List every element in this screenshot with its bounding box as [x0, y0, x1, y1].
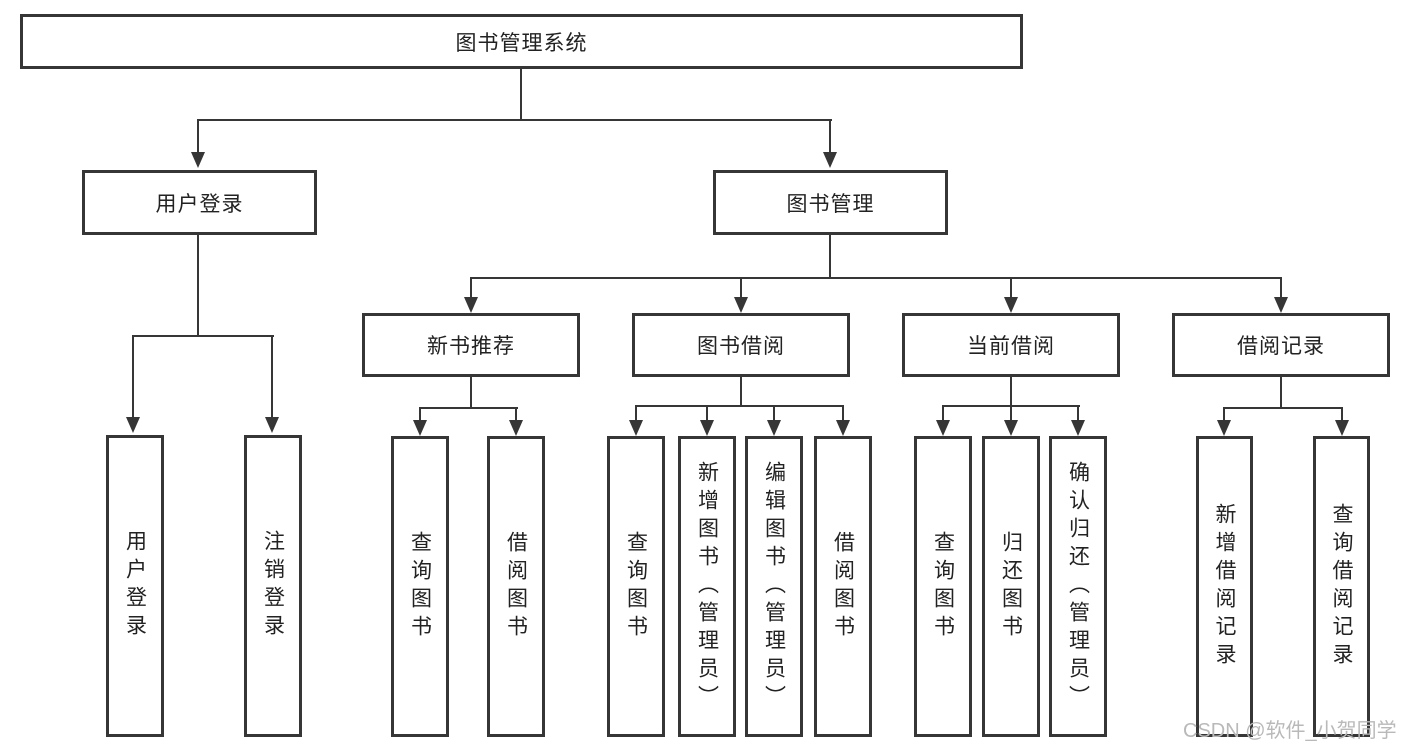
connector-drop-leaf-login [132, 335, 134, 418]
arrowhead-icon [700, 420, 714, 436]
connector-drop-current-borrow [1010, 277, 1012, 299]
node-current-borrow-label: 当前借阅 [967, 335, 1055, 358]
leaf-user-login: 用户登录 [106, 435, 164, 737]
csdn-watermark: CSDN @软件_小贺同学 [1183, 720, 1397, 742]
arrowhead-icon [936, 420, 950, 436]
connector-borrow-records-stem [1280, 375, 1282, 409]
arrowhead-icon [823, 152, 837, 168]
connector-drop-leaf-logout [271, 335, 273, 418]
connector-drop-book-borrow [740, 277, 742, 299]
arrowhead-icon [1071, 420, 1085, 436]
connector-drop [773, 405, 775, 422]
connector-level1-rail [197, 119, 832, 121]
connector-drop [1341, 407, 1343, 422]
node-library-system-label: 图书管理系统 [455, 31, 588, 55]
leaf-query-books-borrow: 查询图书 [607, 436, 665, 737]
connector-drop [1077, 405, 1079, 422]
arrowhead-icon [1274, 297, 1288, 313]
node-user-login-branch: 用户登录 [82, 170, 317, 235]
node-book-management-label: 图书管理 [786, 192, 875, 216]
connector-drop-book-mgmt [829, 119, 831, 153]
connector-drop-new-book [470, 277, 472, 299]
arrowhead-icon [836, 420, 850, 436]
connector-drop [1010, 405, 1012, 422]
connector-drop [942, 405, 944, 422]
leaf-return-books: 归还图书 [982, 436, 1040, 737]
leaf-query-books-borrow-label: 查询图书 [624, 530, 648, 643]
leaf-query-borrow-record: 查询借阅记录 [1313, 436, 1370, 737]
connector-drop [419, 407, 421, 422]
arrowhead-icon [191, 152, 205, 168]
connector-drop [1223, 407, 1225, 422]
connector-new-book-rail [419, 407, 518, 409]
arrowhead-icon [767, 420, 781, 436]
leaf-add-borrow-record-label: 新增借阅记录 [1213, 502, 1236, 671]
node-new-book-recommend: 新书推荐 [362, 313, 580, 377]
connector-user-login-rail [132, 335, 274, 337]
arrowhead-icon [1217, 420, 1231, 436]
leaf-add-borrow-record: 新增借阅记录 [1196, 436, 1253, 737]
leaf-return-books-label: 归还图书 [999, 530, 1023, 643]
leaf-confirm-return-admin-label: 确认归还（管理员） [1066, 460, 1090, 713]
arrowhead-icon [1335, 420, 1349, 436]
leaf-logout: 注销登录 [244, 435, 302, 737]
node-new-book-recommend-label: 新书推荐 [427, 335, 515, 358]
node-current-borrow: 当前借阅 [902, 313, 1120, 377]
connector-drop [706, 405, 708, 422]
leaf-query-books-recommend: 查询图书 [391, 436, 449, 737]
leaf-confirm-return-admin: 确认归还（管理员） [1049, 436, 1107, 737]
node-book-borrow-label: 图书借阅 [697, 335, 785, 358]
node-borrow-records-label: 借阅记录 [1237, 335, 1325, 358]
connector-book-borrow-rail [635, 405, 844, 407]
leaf-logout-label: 注销登录 [261, 530, 285, 642]
arrowhead-icon [1004, 420, 1018, 436]
leaf-query-books-current: 查询图书 [914, 436, 972, 737]
arrowhead-icon [629, 420, 643, 436]
leaf-borrow-books-label: 借阅图书 [831, 530, 855, 643]
connector-user-login-stem [197, 232, 199, 337]
arrowhead-icon [413, 420, 427, 436]
connector-root-stem [520, 66, 522, 121]
connector-drop [842, 405, 844, 422]
leaf-borrow-books-recommend-label: 借阅图书 [504, 530, 528, 643]
node-book-borrow: 图书借阅 [632, 313, 850, 377]
leaf-add-books-admin: 新增图书（管理员） [678, 436, 736, 737]
leaf-edit-books-admin: 编辑图书（管理员） [745, 436, 803, 737]
connector-drop [635, 405, 637, 422]
connector-book-borrow-stem [740, 375, 742, 407]
arrowhead-icon [464, 297, 478, 313]
connector-level2-rail [470, 277, 1282, 279]
connector-drop [515, 407, 517, 422]
connector-new-book-stem [470, 375, 472, 409]
leaf-user-login-label: 用户登录 [123, 530, 147, 642]
leaf-borrow-books-recommend: 借阅图书 [487, 436, 545, 737]
leaf-query-books-current-label: 查询图书 [931, 530, 955, 643]
connector-book-mgmt-stem [829, 232, 831, 279]
node-library-system: 图书管理系统 [20, 14, 1023, 69]
arrowhead-icon [509, 420, 523, 436]
leaf-query-borrow-record-label: 查询借阅记录 [1330, 502, 1353, 671]
connector-borrow-records-rail [1223, 407, 1343, 409]
leaf-edit-books-admin-label: 编辑图书（管理员） [762, 460, 786, 713]
leaf-borrow-books: 借阅图书 [814, 436, 872, 737]
connector-drop-user-login [197, 119, 199, 153]
arrowhead-icon [1004, 297, 1018, 313]
leaf-add-books-admin-label: 新增图书（管理员） [695, 460, 719, 713]
node-borrow-records: 借阅记录 [1172, 313, 1390, 377]
arrowhead-icon [126, 417, 140, 433]
arrowhead-icon [734, 297, 748, 313]
connector-drop-borrow-records [1280, 277, 1282, 299]
arrowhead-icon [265, 417, 279, 433]
connector-current-borrow-stem [1010, 375, 1012, 407]
node-book-management: 图书管理 [713, 170, 948, 235]
leaf-query-books-recommend-label: 查询图书 [408, 530, 432, 643]
node-user-login-branch-label: 用户登录 [155, 192, 244, 216]
